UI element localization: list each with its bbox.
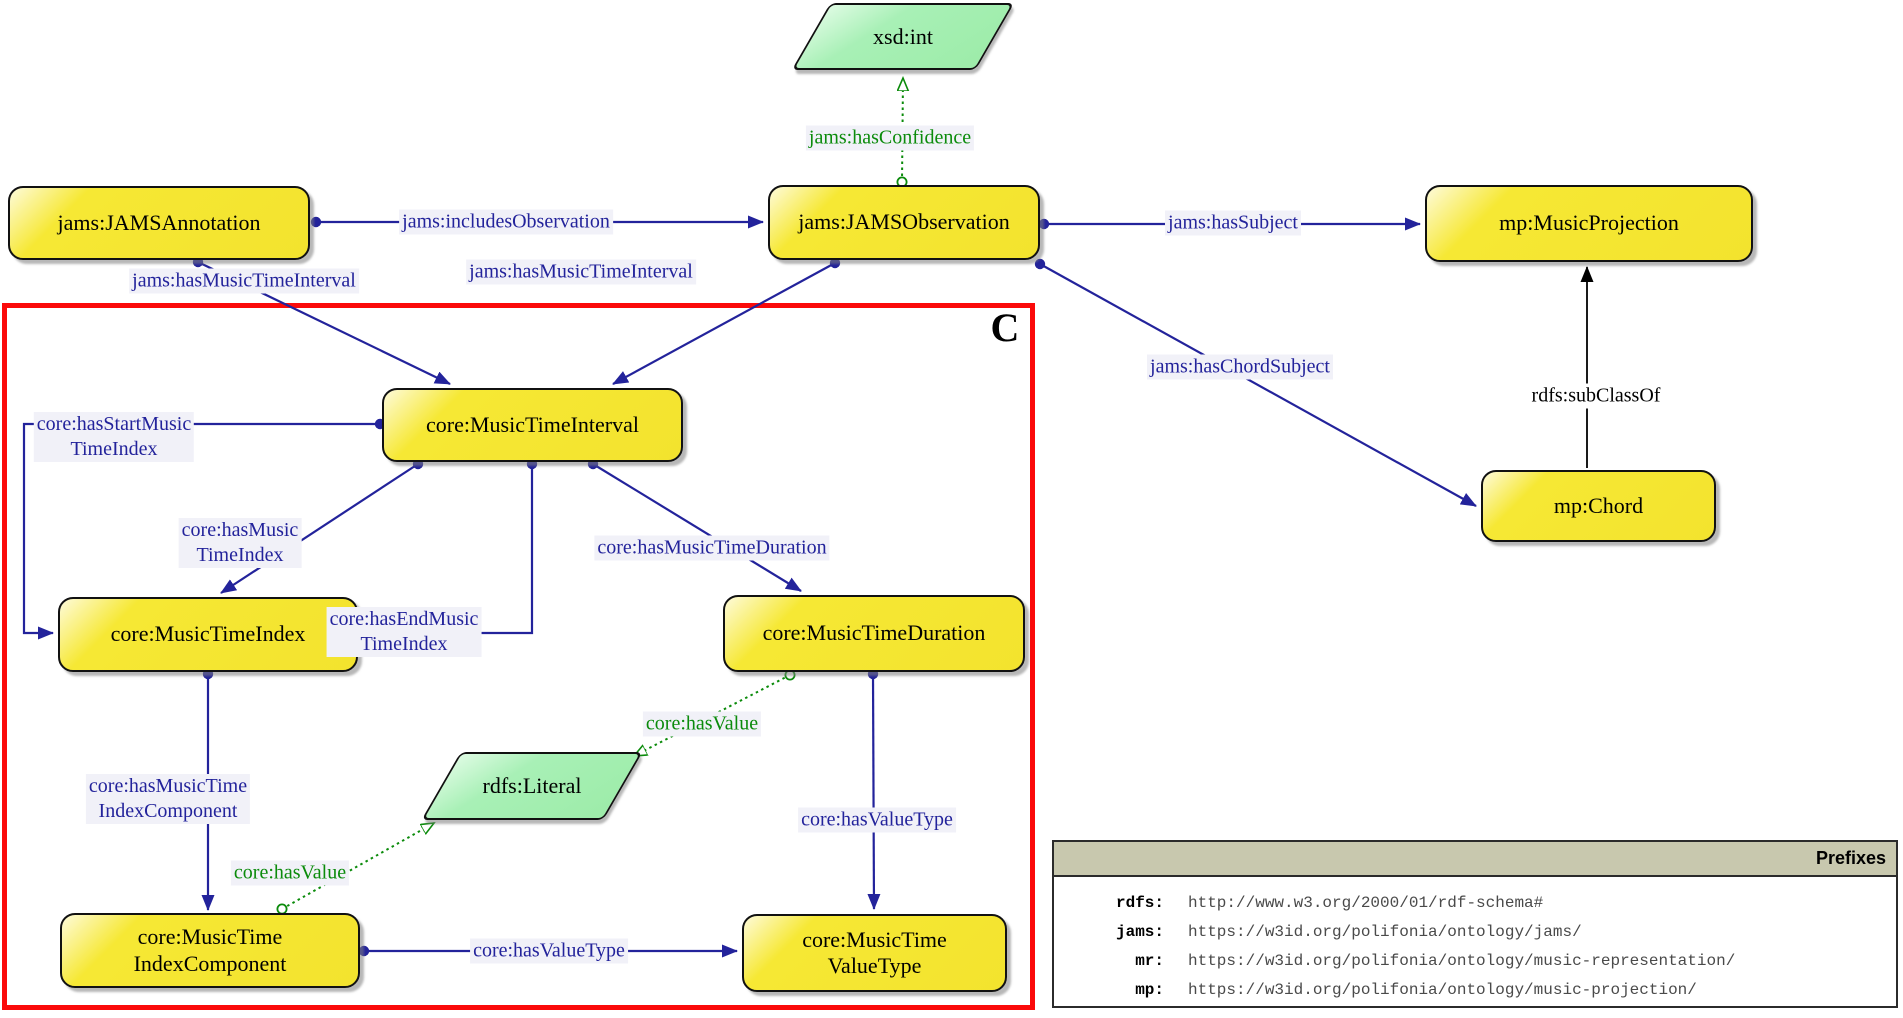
- prefix-row: mr: https://w3id.org/polifonia/ontology/…: [1054, 947, 1896, 976]
- prefixes-legend-rows: rdfs: http://www.w3.org/2000/01/rdf-sche…: [1054, 877, 1896, 1005]
- prefix-row: mp: https://w3id.org/polifonia/ontology/…: [1054, 976, 1896, 1005]
- edge-label-has-music-time-index: core:hasMusic TimeIndex: [178, 518, 302, 568]
- edge-has-value-type-vertical: [867, 668, 881, 910]
- edge-label-has-start-music-time-index: core:hasStartMusic TimeIndex: [33, 412, 195, 462]
- edge-label-has-music-time-duration: core:hasMusicTimeDuration: [594, 535, 830, 561]
- prefix-row: rdfs: http://www.w3.org/2000/01/rdf-sche…: [1054, 889, 1896, 918]
- datatype-node-xsd-int: xsd:int: [791, 3, 1015, 70]
- edge-label-subclass-of: rdfs:subClassOf: [1528, 383, 1664, 409]
- prefix-name: mr:: [1135, 952, 1164, 970]
- class-node-jams-observation: jams:JAMSObservation: [768, 185, 1040, 260]
- edge-has-value-index-component: [282, 823, 434, 909]
- prefix-uri: https://w3id.org/polifonia/ontology/jams…: [1188, 923, 1582, 941]
- edge-has-start-music-time-index: [22, 418, 386, 640]
- module-label-c: C: [990, 305, 1020, 350]
- edge-label-has-music-time-index-component: core:hasMusicTime IndexComponent: [85, 774, 251, 824]
- class-node-mp-music-projection: mp:MusicProjection: [1425, 185, 1753, 262]
- class-node-jams-annotation: jams:JAMSAnnotation: [8, 186, 310, 260]
- module-frame-c: [2, 303, 1035, 1010]
- class-node-mp-chord: mp:Chord: [1481, 470, 1716, 542]
- edge-label-includes-observation: jams:includesObservation: [399, 209, 613, 235]
- edge-label-has-end-music-time-index: core:hasEndMusic TimeIndex: [326, 607, 482, 657]
- edge-label-has-value-type-vertical: core:hasValueType: [798, 807, 956, 833]
- prefix-name: jams:: [1115, 923, 1164, 941]
- edge-has-music-time-duration: [587, 458, 802, 592]
- prefix-uri: http://www.w3.org/2000/01/rdf-schema#: [1188, 894, 1544, 912]
- edge-has-music-time-interval-right: [612, 257, 841, 385]
- edge-label-has-music-time-interval-right: jams:hasMusicTimeInterval: [466, 259, 696, 285]
- prefix-row: jams: https://w3id.org/polifonia/ontolog…: [1054, 918, 1896, 947]
- edge-label-has-subject: jams:hasSubject: [1165, 210, 1301, 236]
- prefixes-legend-title: Prefixes: [1054, 842, 1896, 877]
- edge-label-has-music-time-interval-left: jams:hasMusicTimeInterval: [129, 268, 359, 294]
- class-node-music-time-value-type: core:MusicTime ValueType: [742, 914, 1007, 992]
- edge-label-has-confidence: jams:hasConfidence: [805, 125, 975, 151]
- prefixes-legend: Prefixes rdfs: http://www.w3.org/2000/01…: [1052, 840, 1898, 1008]
- datatype-node-rdfs-literal: rdfs:Literal: [421, 752, 643, 820]
- prefix-name: rdfs:: [1115, 894, 1164, 912]
- prefix-name: mp:: [1135, 981, 1164, 999]
- edge-has-value-duration: [634, 675, 790, 756]
- edge-label-has-value-index-component: core:hasValue: [230, 860, 350, 886]
- edge-label-has-chord-subject: jams:hasChordSubject: [1147, 354, 1333, 380]
- prefix-uri: https://w3id.org/polifonia/ontology/musi…: [1188, 981, 1697, 999]
- edge-label-has-value-duration: core:hasValue: [642, 711, 762, 737]
- prefix-uri: https://w3id.org/polifonia/ontology/musi…: [1188, 952, 1736, 970]
- edge-has-chord-subject: [1034, 258, 1477, 507]
- class-node-music-time-index-component: core:MusicTime IndexComponent: [60, 913, 360, 988]
- edge-label-has-value-type-horizontal: core:hasValueType: [470, 938, 628, 964]
- class-node-music-time-index: core:MusicTimeIndex: [58, 597, 358, 672]
- class-node-music-time-interval: core:MusicTimeInterval: [382, 388, 683, 462]
- class-node-music-time-duration: core:MusicTimeDuration: [723, 595, 1025, 672]
